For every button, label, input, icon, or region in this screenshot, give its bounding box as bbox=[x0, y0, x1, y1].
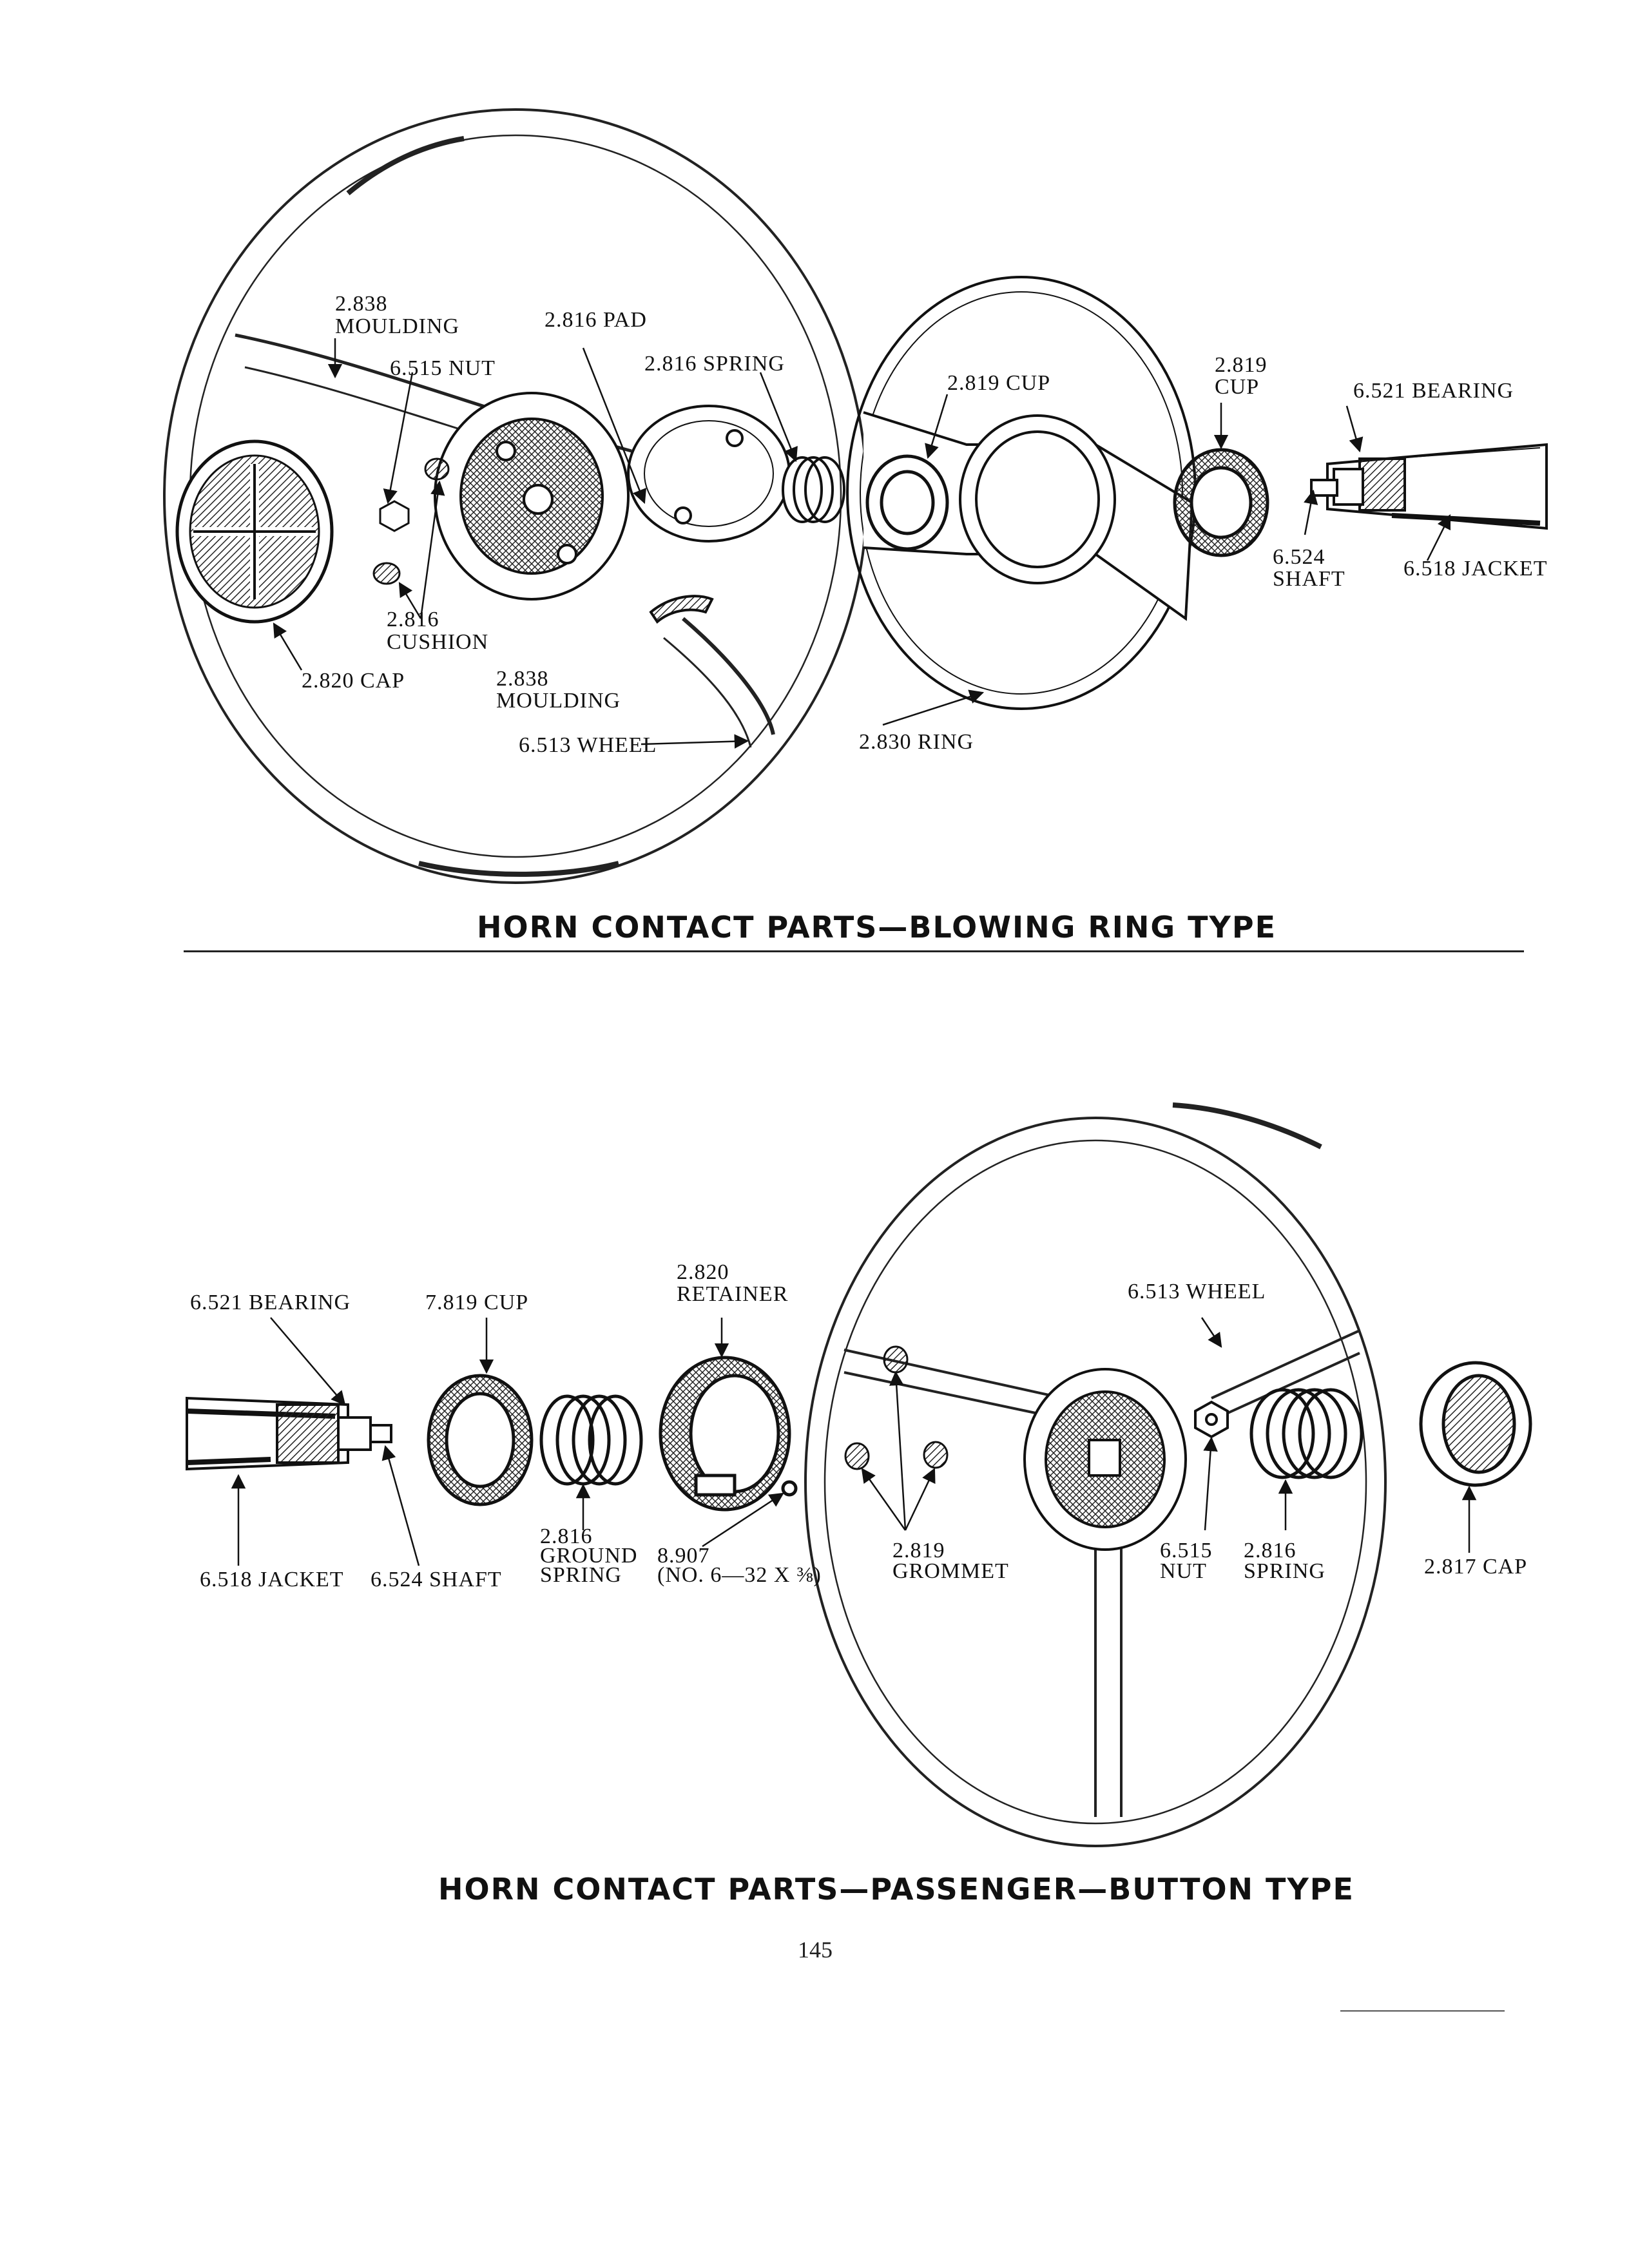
bottom-leader-lines bbox=[231, 1317, 1477, 1566]
top-diagram-title: HORN CONTACT PARTS—BLOWING RING TYPE bbox=[477, 910, 1277, 945]
bottom-ground-spring bbox=[539, 1394, 643, 1486]
top-label-pad: 2.816 PAD bbox=[545, 308, 647, 332]
top-cup bbox=[1173, 448, 1269, 557]
top-label-shaft-num: 6.524 bbox=[1273, 545, 1325, 569]
footer-rule bbox=[1340, 2010, 1505, 2012]
bottom-nut bbox=[1194, 1400, 1229, 1439]
top-label-nut: 6.515 NUT bbox=[390, 356, 496, 380]
top-label-bearing: 6.521 BEARING bbox=[1353, 379, 1514, 403]
bottom-label-screw-spec: (NO. 6—32 X ⅜) bbox=[657, 1563, 822, 1587]
top-hub bbox=[434, 392, 630, 601]
top-label-cup-ring: 2.819 CUP bbox=[947, 371, 1051, 395]
bottom-label-grommet-num: 2.819 bbox=[892, 1539, 945, 1562]
bottom-steering-wheel bbox=[804, 1102, 1387, 1847]
bottom-label-grommet-name: GROMMET bbox=[892, 1559, 1009, 1583]
section-divider bbox=[184, 950, 1524, 952]
top-pad bbox=[627, 405, 791, 543]
bottom-label-ground-spring-name2: SPRING bbox=[540, 1563, 622, 1587]
top-label-cap: 2.820 CAP bbox=[302, 669, 405, 693]
bottom-label-wheel: 6.513 WHEEL bbox=[1128, 1280, 1266, 1303]
top-label-moulding-name: MOULDING bbox=[335, 314, 460, 338]
bottom-label-retainer-num: 2.820 bbox=[677, 1260, 729, 1284]
top-label-wheel: 6.513 WHEEL bbox=[519, 733, 657, 757]
top-label-cushion-name: CUSHION bbox=[387, 630, 489, 654]
top-label-moulding-num: 2.838 bbox=[335, 292, 388, 316]
top-ring bbox=[846, 276, 1197, 710]
bottom-label-ground-spring-num: 2.816 bbox=[540, 1524, 593, 1548]
top-cup-ring bbox=[865, 454, 949, 551]
bottom-label-spring-num: 2.816 bbox=[1244, 1539, 1296, 1562]
top-jacket bbox=[1310, 443, 1548, 530]
top-moulding-lower bbox=[649, 595, 714, 624]
bottom-label-screw-num: 8.907 bbox=[657, 1544, 710, 1568]
bottom-jacket bbox=[186, 1396, 392, 1471]
top-label-ring: 2.830 RING bbox=[859, 730, 974, 754]
bottom-label-ground-spring-name1: GROUND bbox=[540, 1544, 638, 1568]
bottom-label-cap: 2.817 CAP bbox=[1424, 1555, 1528, 1579]
top-label-shaft-name: SHAFT bbox=[1273, 567, 1345, 591]
top-label-cushion-num: 2.816 bbox=[387, 608, 439, 631]
top-label-moulding-bottom-name: MOULDING bbox=[496, 689, 621, 713]
bottom-label-retainer-name: RETAINER bbox=[677, 1282, 789, 1306]
bottom-grommets bbox=[844, 1345, 949, 1470]
top-label-jacket: 6.518 JACKET bbox=[1403, 557, 1548, 581]
bottom-label-cup: 7.819 CUP bbox=[425, 1291, 529, 1314]
bottom-cap bbox=[1419, 1361, 1532, 1487]
top-cap bbox=[175, 439, 334, 624]
bottom-label-nut-num: 6.515 bbox=[1160, 1539, 1213, 1562]
bottom-spring bbox=[1249, 1388, 1364, 1479]
bottom-hub bbox=[1023, 1368, 1187, 1551]
top-spring bbox=[782, 456, 845, 523]
top-nut-cushion bbox=[372, 457, 450, 585]
bottom-label-bearing: 6.521 BEARING bbox=[190, 1291, 351, 1314]
top-label-spring: 2.816 SPRING bbox=[644, 352, 785, 376]
bottom-diagram-title: HORN CONTACT PARTS—PASSENGER—BUTTON TYPE bbox=[438, 1872, 1354, 1907]
bottom-label-nut-name: NUT bbox=[1160, 1559, 1207, 1583]
bottom-label-spring-name: SPRING bbox=[1244, 1559, 1325, 1583]
top-label-moulding-bottom-num: 2.838 bbox=[496, 667, 549, 691]
bottom-label-shaft: 6.524 SHAFT bbox=[371, 1568, 502, 1591]
top-leader-lines bbox=[273, 338, 1451, 749]
bottom-label-jacket: 6.518 JACKET bbox=[200, 1568, 344, 1591]
top-label-cup-name: CUP bbox=[1215, 375, 1260, 399]
bottom-cup bbox=[427, 1374, 534, 1506]
top-label-cup-num: 2.819 bbox=[1215, 353, 1268, 377]
page-number: 145 bbox=[798, 1937, 833, 1963]
bottom-retainer bbox=[659, 1356, 798, 1512]
